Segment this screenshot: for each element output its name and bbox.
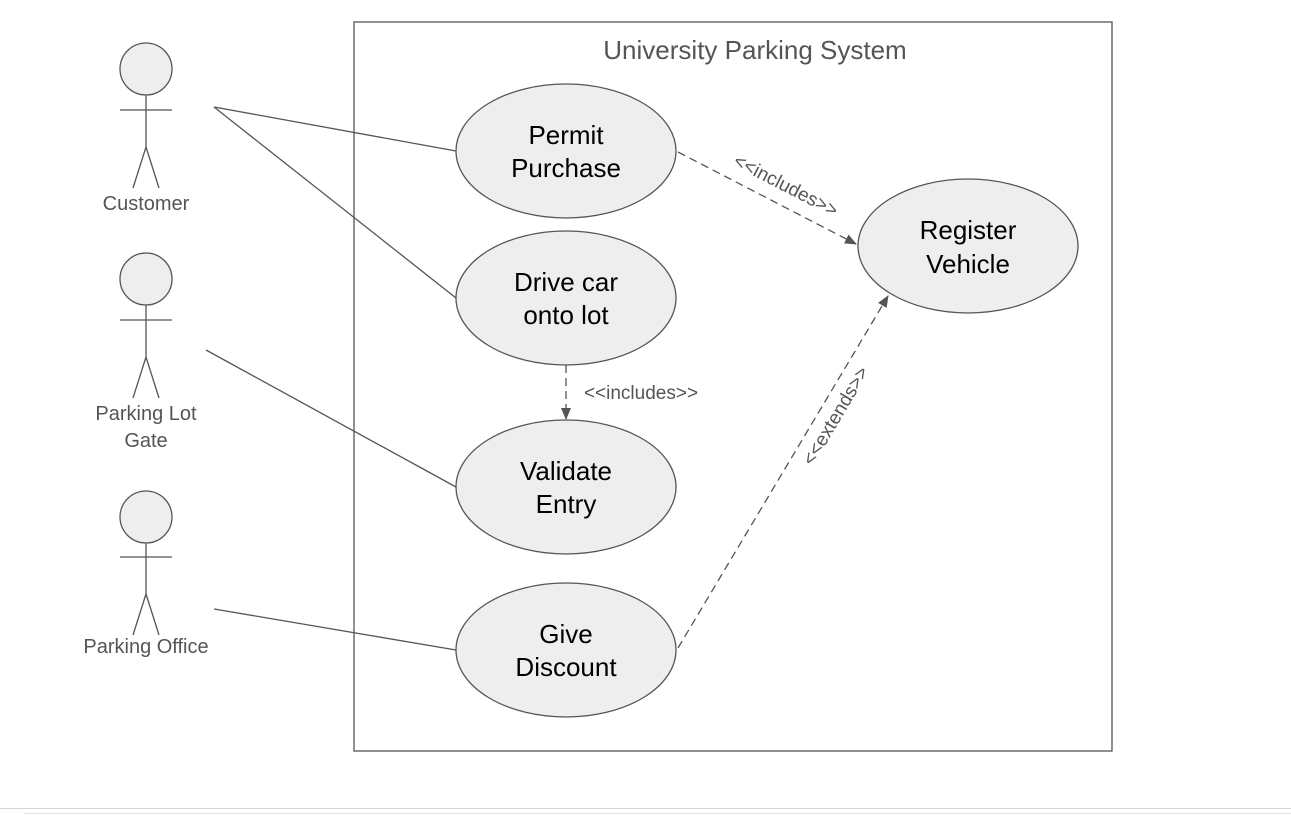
actor-customer[interactable]: Customer — [103, 42, 190, 215]
use-case-permit-purchase[interactable]: Permit Purchase — [455, 83, 677, 219]
association-office-discount[interactable] — [213, 608, 457, 651]
use-case-label-line2: Vehicle — [926, 249, 1010, 279]
use-case-label-line2: Entry — [536, 489, 597, 519]
actor-label: Parking Office — [83, 636, 208, 658]
actor-label-line1: Parking Lot — [95, 403, 197, 425]
use-case-ellipse — [455, 230, 677, 366]
use-case-label-line1: Drive car — [514, 267, 618, 297]
use-case-label-line1: Permit — [528, 120, 604, 150]
dependency-discount-register[interactable] — [677, 295, 889, 649]
page-bottom-divider — [0, 808, 1291, 809]
actor-parking-office[interactable]: Parking Office — [83, 490, 209, 658]
stick-figure-icon — [119, 42, 173, 189]
use-case-ellipse — [455, 582, 677, 718]
use-case-give-discount[interactable]: Give Discount — [455, 582, 677, 718]
system-title: University Parking System — [603, 35, 906, 65]
use-case-label-line2: onto lot — [523, 300, 609, 330]
actor-label-line2: Gate — [124, 430, 167, 452]
association-gate-validate[interactable] — [205, 349, 457, 488]
association-customer-drive[interactable] — [213, 106, 457, 299]
page-bottom-divider-secondary — [24, 813, 1291, 814]
use-case-validate-entry[interactable]: Validate Entry — [455, 419, 677, 555]
use-case-ellipse — [455, 419, 677, 555]
use-case-label-line2: Discount — [515, 652, 617, 682]
use-case-drive-car[interactable]: Drive car onto lot — [455, 230, 677, 366]
dependency-permit-register[interactable] — [677, 151, 857, 245]
use-case-label-line2: Purchase — [511, 153, 621, 183]
label-drive-includes: <<includes>> — [584, 383, 698, 404]
use-case-label-line1: Give — [539, 619, 592, 649]
actor-parking-lot-gate[interactable]: Parking Lot Gate — [95, 252, 197, 452]
stick-figure-icon — [119, 252, 173, 399]
actor-label: Customer — [103, 193, 190, 215]
use-case-label-line1: Validate — [520, 456, 612, 486]
use-case-ellipse — [857, 178, 1079, 314]
stick-figure-icon — [119, 490, 173, 636]
use-case-ellipse — [455, 83, 677, 219]
use-case-register-vehicle[interactable]: Register Vehicle — [857, 178, 1079, 314]
use-case-label-line1: Register — [920, 215, 1017, 245]
association-customer-permit[interactable] — [213, 106, 457, 152]
